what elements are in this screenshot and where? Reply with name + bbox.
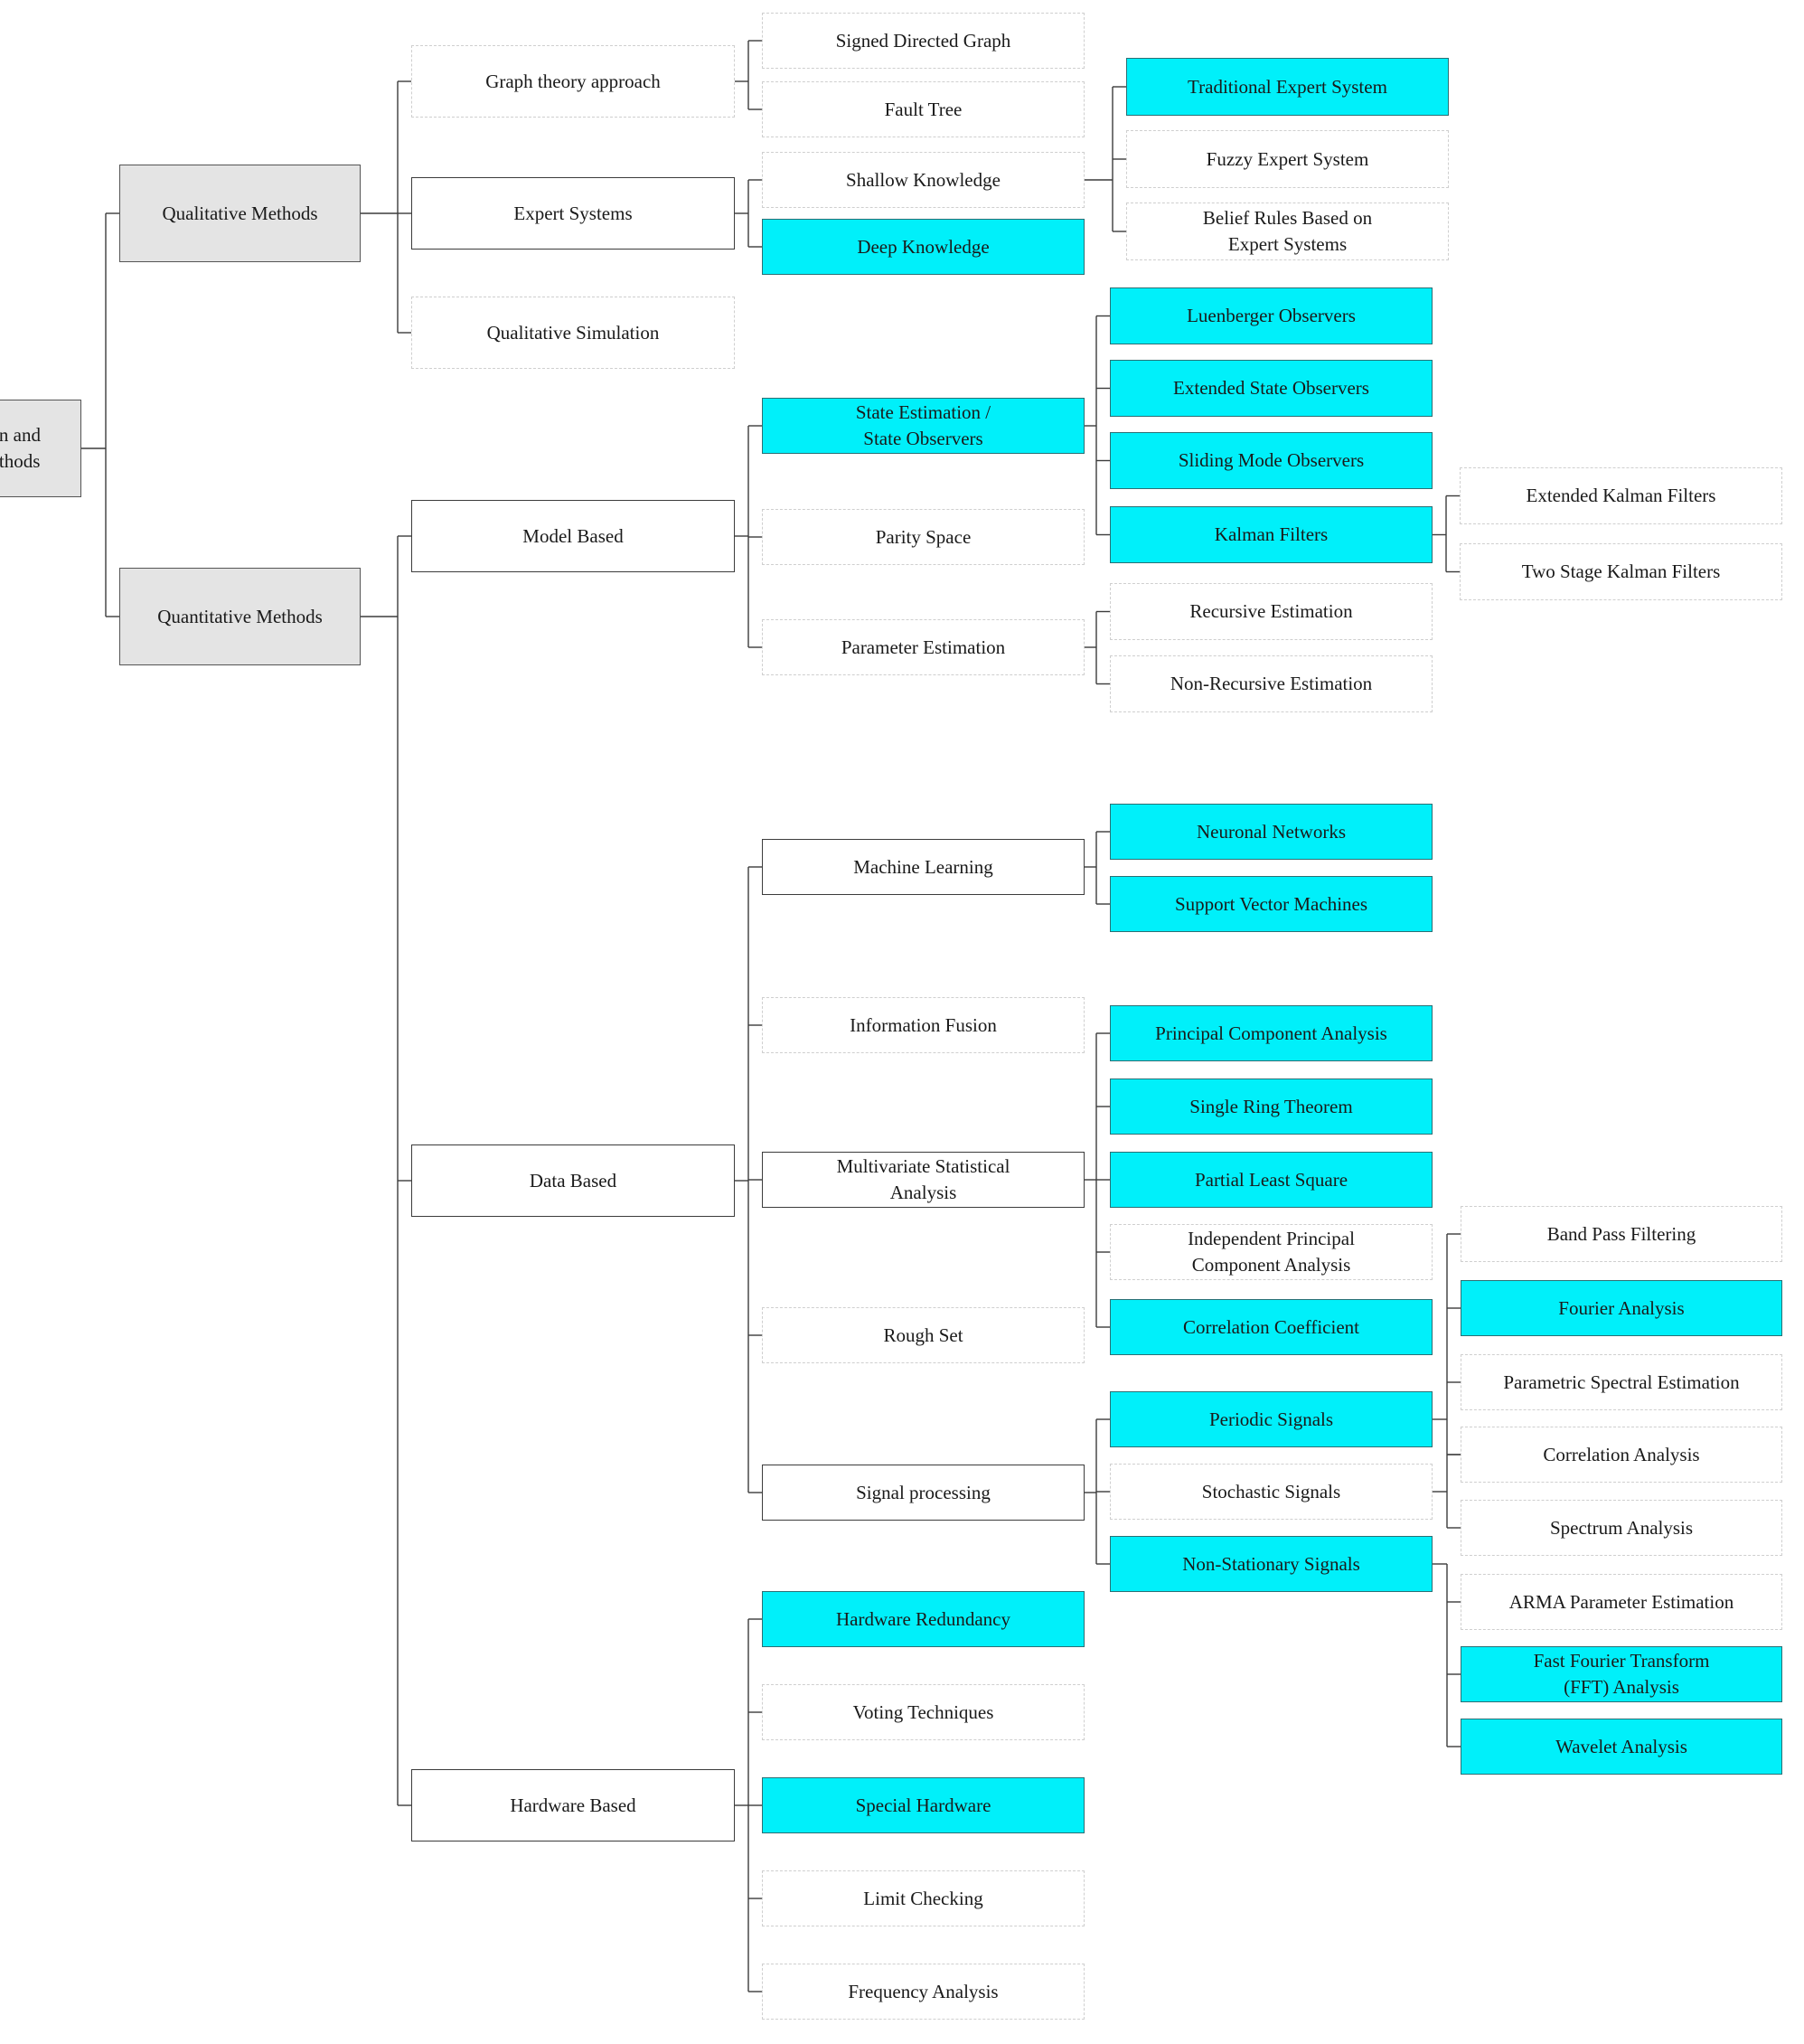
node-root: n and thods (0, 400, 81, 497)
node-voting: Voting Techniques (762, 1684, 1085, 1740)
node-fault-tree: Fault Tree (762, 81, 1085, 137)
node-sliding: Sliding Mode Observers (1110, 432, 1433, 489)
node-data-based: Data Based (411, 1144, 735, 1217)
node-corr-coef: Correlation Coefficient (1110, 1299, 1433, 1355)
node-info-fusion: Information Fusion (762, 997, 1085, 1053)
node-graph-theory: Graph theory approach (411, 45, 735, 118)
node-pls: Partial Least Square (1110, 1152, 1433, 1208)
node-ext-state: Extended State Observers (1110, 360, 1433, 417)
node-state-est: State Estimation / State Observers (762, 398, 1085, 454)
node-model-based: Model Based (411, 500, 735, 572)
node-param-est: Parameter Estimation (762, 619, 1085, 675)
node-parity: Parity Space (762, 509, 1085, 565)
node-pca: Principal Component Analysis (1110, 1005, 1433, 1061)
node-freq-analysis: Frequency Analysis (762, 1964, 1085, 2020)
node-stochastic: Stochastic Signals (1110, 1464, 1433, 1520)
node-parametric: Parametric Spectral Estimation (1461, 1354, 1782, 1410)
node-nonstationary: Non-Stationary Signals (1110, 1536, 1433, 1592)
node-limit: Limit Checking (762, 1870, 1085, 1926)
node-quantitative: Quantitative Methods (119, 568, 361, 665)
node-nonrecursive: Non-Recursive Estimation (1110, 655, 1433, 712)
node-hw-redundancy: Hardware Redundancy (762, 1591, 1085, 1647)
node-fuzzy-es: Fuzzy Expert System (1126, 130, 1449, 188)
node-trad-es: Traditional Expert System (1126, 58, 1449, 116)
node-mva: Multivariate Statistical Analysis (762, 1152, 1085, 1208)
node-arma: ARMA Parameter Estimation (1461, 1574, 1782, 1630)
node-sdg: Signed Directed Graph (762, 13, 1085, 69)
node-ipca: Independent Principal Component Analysis (1110, 1224, 1433, 1280)
node-corr-analysis: Correlation Analysis (1461, 1427, 1782, 1483)
node-deep: Deep Knowledge (762, 219, 1085, 275)
node-periodic: Periodic Signals (1110, 1391, 1433, 1447)
node-rough-set: Rough Set (762, 1307, 1085, 1363)
node-two-stage: Two Stage Kalman Filters (1460, 543, 1782, 600)
node-ml: Machine Learning (762, 839, 1085, 895)
node-special-hw: Special Hardware (762, 1777, 1085, 1833)
node-spectrum: Spectrum Analysis (1461, 1500, 1782, 1556)
node-recursive: Recursive Estimation (1110, 583, 1433, 640)
node-belief-es: Belief Rules Based on Expert Systems (1126, 203, 1449, 260)
node-ext-kalman: Extended Kalman Filters (1460, 467, 1782, 524)
node-expert-systems: Expert Systems (411, 177, 735, 250)
node-qualitative: Qualitative Methods (119, 165, 361, 262)
node-wavelet: Wavelet Analysis (1461, 1719, 1782, 1775)
node-bandpass: Band Pass Filtering (1461, 1206, 1782, 1262)
node-kalman: Kalman Filters (1110, 506, 1433, 563)
node-shallow: Shallow Knowledge (762, 152, 1085, 208)
node-neuronal: Neuronal Networks (1110, 804, 1433, 860)
node-hardware-based: Hardware Based (411, 1769, 735, 1841)
node-fft: Fast Fourier Transform (FFT) Analysis (1461, 1646, 1782, 1702)
node-qual-sim: Qualitative Simulation (411, 297, 735, 369)
node-svm: Support Vector Machines (1110, 876, 1433, 932)
node-srt: Single Ring Theorem (1110, 1079, 1433, 1135)
node-luenberger: Luenberger Observers (1110, 287, 1433, 344)
node-fourier: Fourier Analysis (1461, 1280, 1782, 1336)
node-signal-proc: Signal processing (762, 1465, 1085, 1521)
